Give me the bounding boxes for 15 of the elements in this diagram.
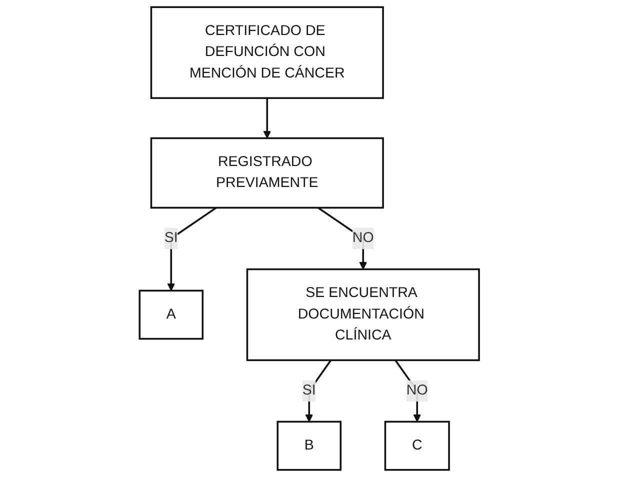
arrow: [166, 207, 216, 292]
arrow: [262, 98, 271, 139]
node-box: A: [138, 290, 204, 340]
edge-label: NO: [352, 230, 374, 246]
arrow: [304, 360, 332, 422]
node-box: C: [384, 420, 450, 471]
node-box: REGISTRADO PREVIAMENTE: [150, 137, 384, 209]
edge-label: SI: [164, 230, 178, 246]
arrow: [394, 360, 421, 422]
node-box: B: [276, 420, 342, 471]
arrow: [317, 207, 367, 270]
node-box: CERTIFICADO DE DEFUNCIÓN CON MENCIÓN DE CÁNCER: [150, 6, 384, 99]
node-box: SE ENCUENTRA DOCUMENTACIÓN CLÍNICA: [246, 268, 480, 362]
edge-label: NO: [406, 382, 428, 398]
edge-label: SI: [302, 382, 316, 398]
